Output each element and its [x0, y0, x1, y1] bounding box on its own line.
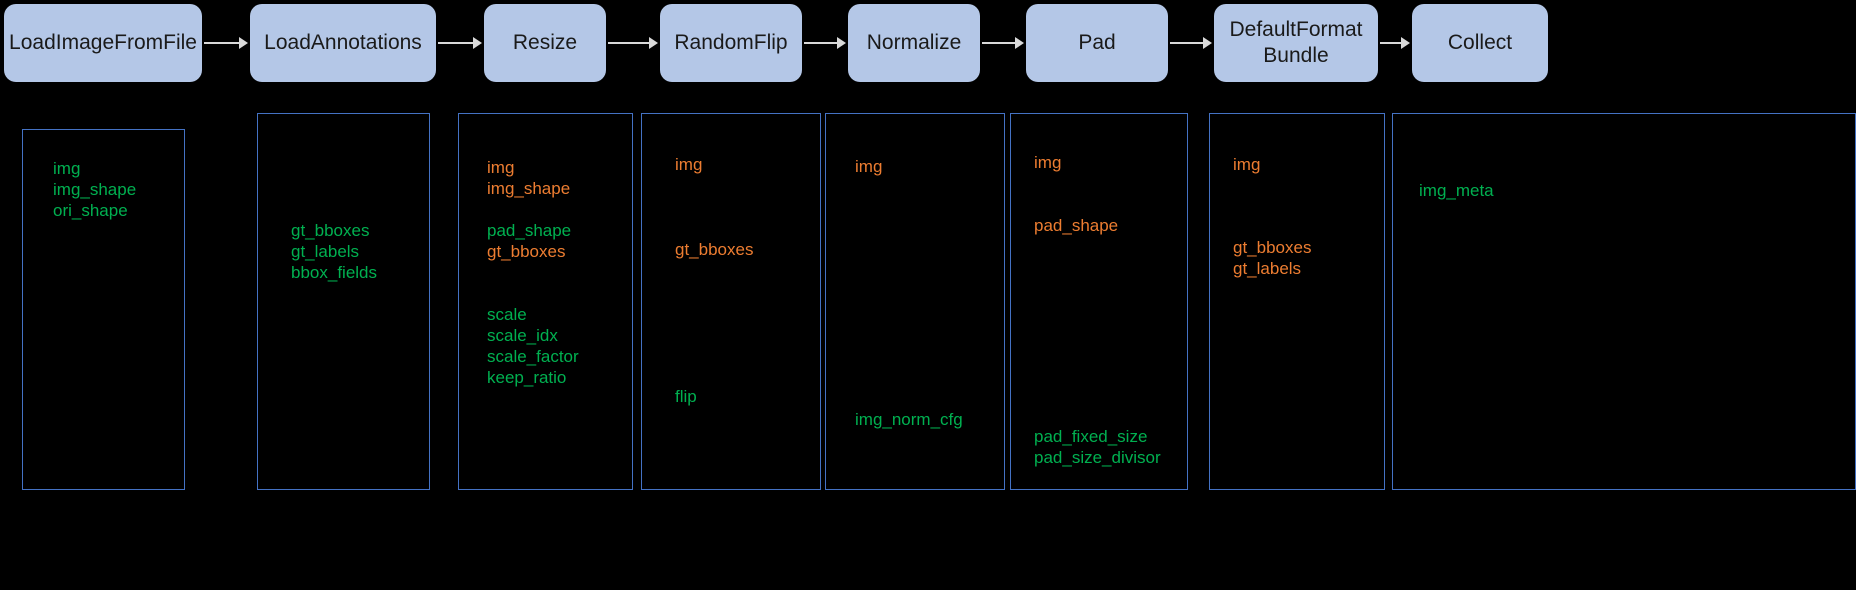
arrow-resize-to-random-flip — [608, 37, 658, 49]
key-item: img — [487, 158, 515, 177]
key-item: img — [1233, 155, 1261, 174]
arrow-random-flip-to-normalize — [804, 37, 846, 49]
stage-label: Pad — [1078, 30, 1116, 54]
stage-collect[interactable]: Collect — [1412, 4, 1548, 82]
stage-label: Normalize — [866, 30, 962, 54]
stage-pad[interactable]: Pad — [1026, 4, 1168, 82]
key-item: img — [1034, 153, 1062, 172]
key-item: img — [675, 155, 703, 174]
arrow-load-annotations-to-resize — [438, 37, 482, 49]
arrow-shaft — [804, 42, 837, 44]
key-item: gt_bboxes — [487, 242, 566, 261]
arrow-shaft — [982, 42, 1015, 44]
stage-label: Resize — [512, 30, 578, 54]
arrow-pad-to-default-format-bundle — [1170, 37, 1212, 49]
arrow-head-icon — [649, 37, 658, 49]
key-item: pad_fixed_size — [1034, 427, 1148, 446]
stage-label: LoadImageFromFile — [9, 30, 197, 54]
arrow-head-icon — [837, 37, 846, 49]
stage-default-format-bundle[interactable]: DefaultFormat Bundle — [1214, 4, 1378, 82]
arrow-normalize-to-pad — [982, 37, 1024, 49]
key-item: gt_labels — [1233, 259, 1302, 278]
stage-label: DefaultFormat Bundle — [1229, 17, 1363, 67]
key-item: img — [855, 157, 883, 176]
stage-label: Collect — [1447, 30, 1513, 54]
key-item: pad_shape — [1034, 216, 1119, 235]
key-item: img_meta — [1419, 181, 1494, 200]
panel-load-image-from-file: img img_shape ori_shape — [22, 129, 185, 490]
key-item: img_shape — [53, 180, 137, 199]
stage-random-flip[interactable]: RandomFlip — [660, 4, 802, 82]
key-item: scale — [487, 305, 527, 324]
key-item: img_norm_cfg — [855, 410, 963, 429]
panel-random-flip: img gt_bboxes flip — [641, 113, 821, 490]
arrow-shaft — [438, 42, 473, 44]
key-item: gt_bboxes — [291, 221, 370, 240]
key-item: gt_bboxes — [1233, 238, 1312, 257]
key-item: img_shape — [487, 179, 571, 198]
panel-normalize: img img_norm_cfg — [825, 113, 1005, 490]
arrow-shaft — [1380, 42, 1401, 44]
arrow-shaft — [608, 42, 649, 44]
arrow-head-icon — [473, 37, 482, 49]
key-item: gt_labels — [291, 242, 360, 261]
panel-load-annotations: gt_bboxes gt_labels bbox_fields — [257, 113, 430, 490]
panel-resize: img img_shape pad_shape gt_bboxes scale … — [458, 113, 633, 490]
arrow-head-icon — [1015, 37, 1024, 49]
stage-label: LoadAnnotations — [264, 30, 422, 54]
stage-resize[interactable]: Resize — [484, 4, 606, 82]
panel-pad: img pad_shape pad_fixed_size pad_size_di… — [1010, 113, 1188, 490]
panel-collect: img_meta — [1392, 113, 1856, 490]
arrow-head-icon — [239, 37, 248, 49]
key-item: img — [53, 159, 81, 178]
panel-default-format-bundle: img gt_bboxes gt_labels — [1209, 113, 1385, 490]
key-item: bbox_fields — [291, 263, 378, 282]
stage-label: RandomFlip — [674, 30, 788, 54]
key-item: flip — [675, 387, 697, 406]
key-item: gt_bboxes — [675, 240, 754, 259]
arrow-shaft — [1170, 42, 1203, 44]
key-item: pad_shape — [487, 221, 572, 240]
arrow-head-icon — [1401, 37, 1410, 49]
arrow-default-format-bundle-to-collect — [1380, 37, 1410, 49]
stage-load-image-from-file[interactable]: LoadImageFromFile — [4, 4, 202, 82]
stage-normalize[interactable]: Normalize — [848, 4, 980, 82]
key-item: scale_factor — [487, 347, 579, 366]
key-item: ori_shape — [53, 201, 128, 220]
arrow-head-icon — [1203, 37, 1212, 49]
key-item: keep_ratio — [487, 368, 567, 387]
key-item: scale_idx — [487, 326, 558, 345]
arrow-shaft — [204, 42, 239, 44]
arrow-load-image-to-load-annotations — [204, 37, 248, 49]
stage-load-annotations[interactable]: LoadAnnotations — [250, 4, 436, 82]
key-item: pad_size_divisor — [1034, 448, 1161, 467]
